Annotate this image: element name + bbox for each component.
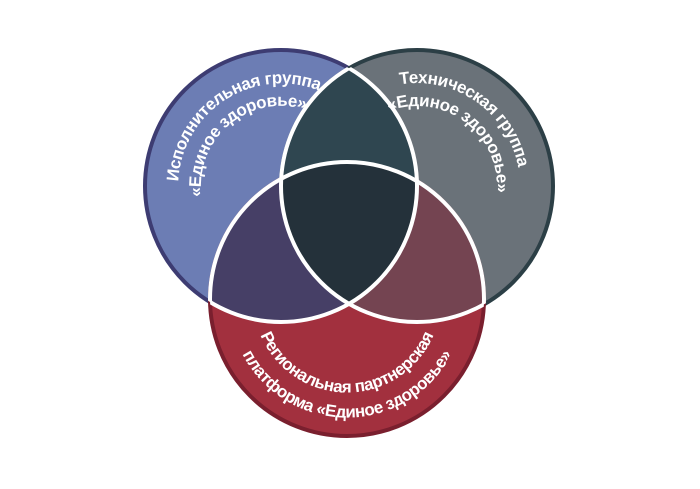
divider-arc-executive — [210, 50, 419, 324]
divider-arc-regional — [208, 160, 486, 322]
divider-arc-technical — [279, 50, 484, 324]
